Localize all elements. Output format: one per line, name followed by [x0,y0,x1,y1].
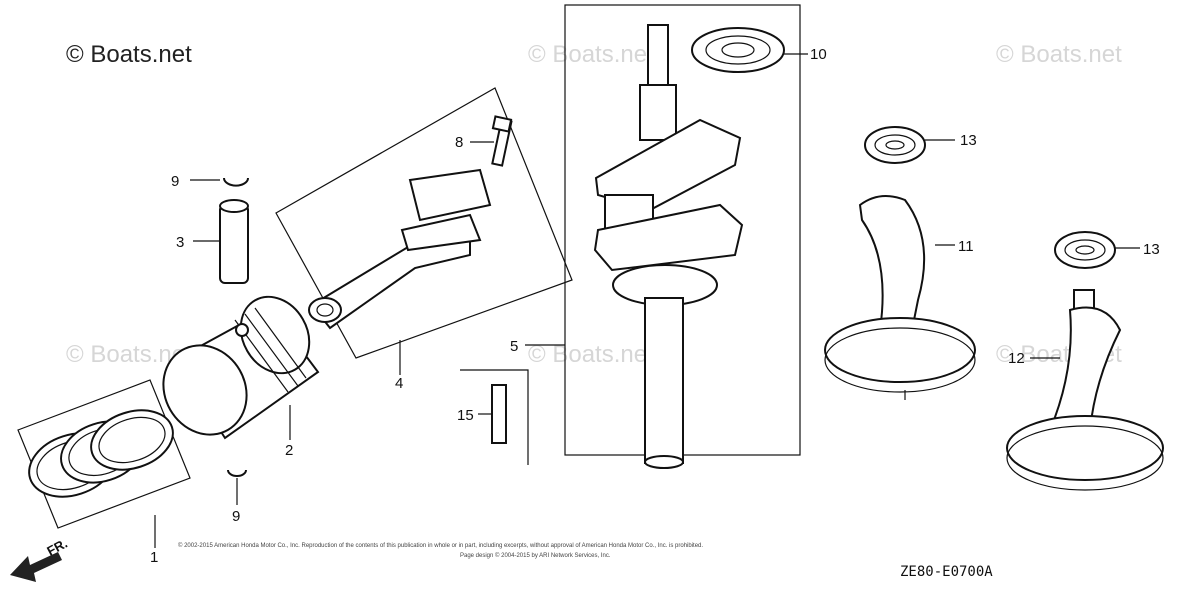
front-direction-marker: FR. [10,536,70,582]
watermark-faint: © Boats.net [996,41,1122,68]
callout-8: 8 [455,134,463,151]
connecting-rod-bolt[interactable] [470,115,513,167]
crankshaft-key[interactable] [460,369,529,465]
piston-ring-set[interactable] [17,379,191,548]
callout-9-upper: 9 [171,173,179,190]
piston-pin-clip-lower[interactable] [227,469,247,505]
diagram-code: ZE80-E0700A [900,564,993,580]
piston-pin-clip-upper[interactable] [190,177,249,187]
callout-15: 15 [457,407,474,424]
crankshaft-assembly[interactable] [525,4,801,469]
watermark-main: © Boats.net [66,41,192,68]
front-direction-label: FR. [44,536,70,559]
callout-12: 12 [1008,350,1025,367]
callout-13-lower: 13 [1143,241,1160,258]
connecting-rod-assembly[interactable] [275,87,573,375]
watermark-faint: © Boats.net [528,41,654,68]
callout-5: 5 [510,338,518,355]
callout-1: 1 [150,549,158,566]
copyright-line-1: © 2002-2015 American Honda Motor Co., In… [178,542,703,549]
callout-10: 10 [810,46,827,63]
callout-13-upper: 13 [960,132,977,149]
callout-11: 11 [958,238,974,255]
callout-9-lower: 9 [232,508,240,525]
piston-pin[interactable] [193,199,249,284]
balancer-bearing-lower[interactable] [1054,231,1140,269]
callout-2: 2 [285,442,293,459]
callout-3: 3 [176,234,184,251]
balancer-shaft-lower[interactable] [1006,289,1164,491]
callout-4: 4 [395,375,403,392]
crankshaft-bearing[interactable] [691,27,808,73]
copyright-line-2: Page design © 2004-2015 by ARI Network S… [460,552,611,559]
balancer-shaft-upper[interactable] [824,195,976,400]
balancer-bearing-upper[interactable] [864,126,955,164]
piston[interactable] [147,284,322,449]
